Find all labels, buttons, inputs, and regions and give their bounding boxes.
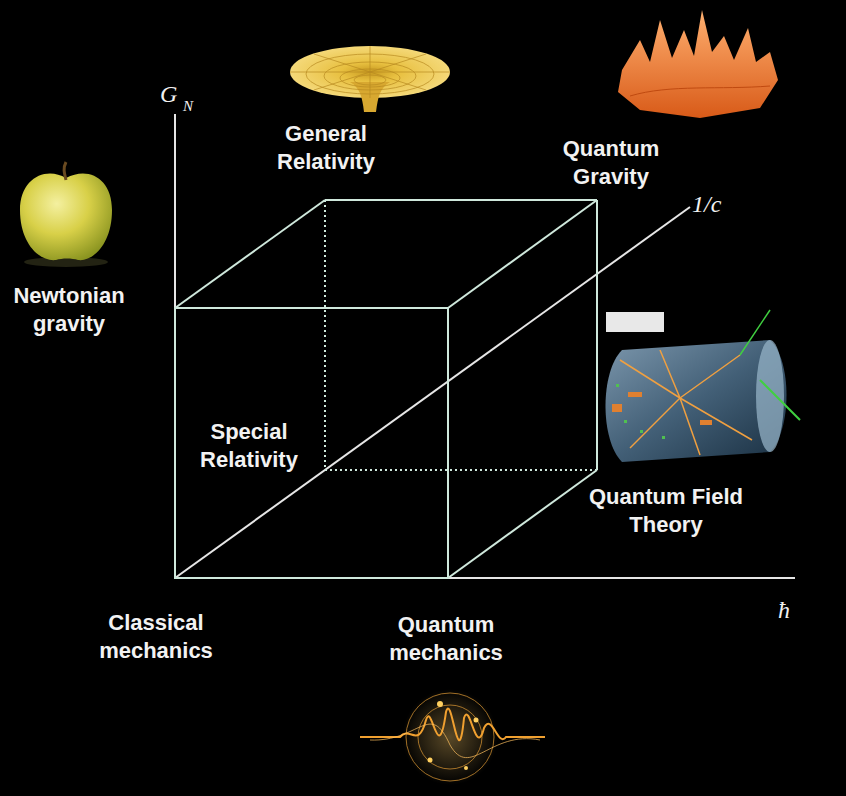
quantum-wave-picture bbox=[360, 689, 545, 785]
apple-picture bbox=[20, 162, 112, 267]
theory-label: Quantum mechanics bbox=[377, 611, 515, 667]
cube-edges bbox=[175, 200, 597, 578]
particle-collision-picture bbox=[606, 310, 801, 462]
theory-label: Classical mechanics bbox=[87, 609, 225, 665]
spacetime-foam-picture bbox=[618, 10, 778, 118]
theory-label: Quantum Gravity bbox=[549, 135, 673, 191]
axis-subscript: N bbox=[183, 92, 197, 120]
theory-label: General Relativity bbox=[264, 120, 388, 176]
axis-label: 1/c bbox=[692, 190, 732, 218]
theory-label: Quantum Field Theory bbox=[578, 483, 754, 539]
spacetime-funnel-picture bbox=[290, 46, 450, 112]
axis-label: ħ bbox=[778, 596, 802, 624]
axes bbox=[175, 114, 795, 578]
theory-label: Special Relativity bbox=[187, 418, 311, 474]
theory-label: Newtonian gravity bbox=[3, 282, 135, 338]
axis-label: G bbox=[160, 80, 180, 108]
